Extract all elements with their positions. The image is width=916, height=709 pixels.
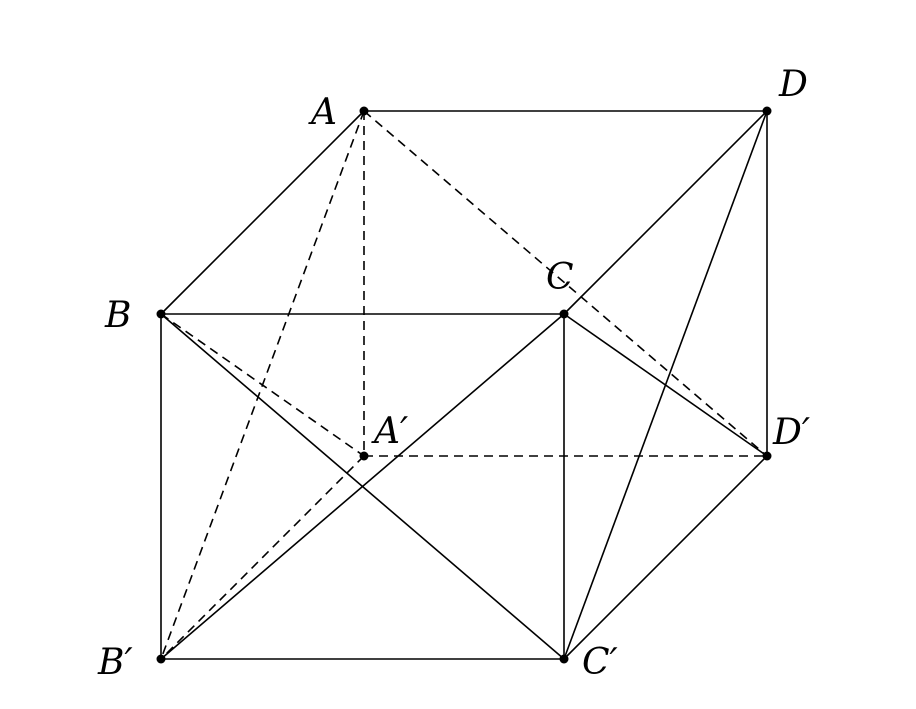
vertex-a bbox=[359, 106, 369, 116]
edge-b-a1 bbox=[160, 313, 365, 457]
labels-group: A B C D A′ B′ C′ D′ bbox=[97, 64, 810, 683]
vertex-d1 bbox=[762, 451, 772, 461]
edges-group bbox=[160, 110, 768, 660]
vertex-b1 bbox=[156, 654, 166, 664]
vertex-d bbox=[762, 106, 772, 116]
vertex-label-d1: D′ bbox=[772, 412, 810, 453]
edge-c1-d1 bbox=[563, 455, 768, 660]
vertex-label-a1: A′ bbox=[371, 411, 408, 452]
edge-a-d1 bbox=[363, 110, 768, 457]
vertex-label-b1: B′ bbox=[97, 642, 133, 683]
edge-d-c1 bbox=[563, 110, 768, 660]
edge-b1-c bbox=[160, 313, 565, 660]
vertex-a1 bbox=[359, 451, 369, 461]
vertex-c1 bbox=[559, 654, 569, 664]
edge-a-b bbox=[160, 110, 365, 315]
vertex-c bbox=[559, 309, 569, 319]
vertex-b bbox=[156, 309, 166, 319]
vertex-label-b: B bbox=[104, 295, 131, 336]
vertex-label-a: A bbox=[308, 92, 337, 133]
vertex-label-c1: C′ bbox=[582, 642, 618, 683]
vertices-group bbox=[156, 106, 772, 664]
edge-c-d bbox=[563, 110, 768, 315]
edge-a1-b1 bbox=[160, 455, 365, 660]
vertex-label-d: D bbox=[778, 64, 808, 105]
vertex-label-c: C bbox=[546, 257, 574, 298]
